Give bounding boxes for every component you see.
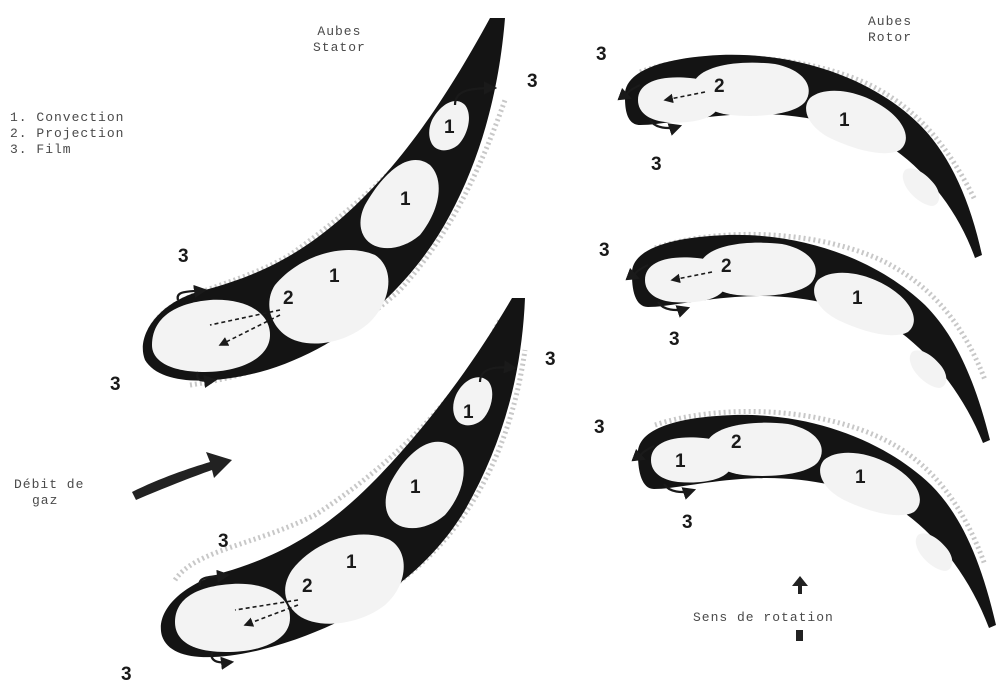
marker-stator-top-1b: 1 — [400, 189, 411, 210]
marker-rotor-top-2: 2 — [714, 76, 725, 97]
marker-rotor-bottom-1b: 1 — [855, 467, 866, 488]
marker-rotor-bottom-1a: 1 — [675, 451, 686, 472]
marker-rotor-bottom-3b: 3 — [682, 512, 693, 533]
marker-stator-bottom-1b: 1 — [410, 477, 421, 498]
marker-stator-bottom-3b: 3 — [218, 531, 229, 552]
marker-rotor-top-1: 1 — [839, 110, 850, 131]
marker-rotor-middle-2: 2 — [721, 256, 732, 277]
marker-rotor-top-3a: 3 — [596, 44, 607, 65]
marker-stator-bottom-2: 2 — [302, 576, 313, 597]
marker-rotor-middle-1: 1 — [852, 288, 863, 309]
marker-rotor-top-3b: 3 — [651, 154, 662, 175]
marker-rotor-bottom-2: 2 — [731, 432, 742, 453]
marker-stator-bottom-1a: 1 — [463, 402, 474, 423]
marker-rotor-middle-3b: 3 — [669, 329, 680, 350]
marker-stator-top-1a: 1 — [444, 117, 455, 138]
marker-stator-top-3a: 3 — [527, 71, 538, 92]
marker-stator-top-3b: 3 — [178, 246, 189, 267]
rotation-arrow — [792, 576, 808, 641]
gas-flow-arrow — [132, 452, 232, 500]
rotor-blade-top — [625, 55, 982, 258]
marker-stator-bottom-3c: 3 — [121, 664, 132, 685]
marker-rotor-middle-3a: 3 — [599, 240, 610, 261]
marker-stator-top-1c: 1 — [329, 266, 340, 287]
marker-stator-bottom-3a: 3 — [545, 349, 556, 370]
stator-blade-top — [143, 18, 505, 385]
marker-stator-top-2: 2 — [283, 288, 294, 309]
rotor-blade-middle — [632, 234, 990, 443]
marker-rotor-bottom-3a: 3 — [594, 417, 605, 438]
marker-stator-bottom-1c: 1 — [346, 552, 357, 573]
marker-stator-top-3c: 3 — [110, 374, 121, 395]
